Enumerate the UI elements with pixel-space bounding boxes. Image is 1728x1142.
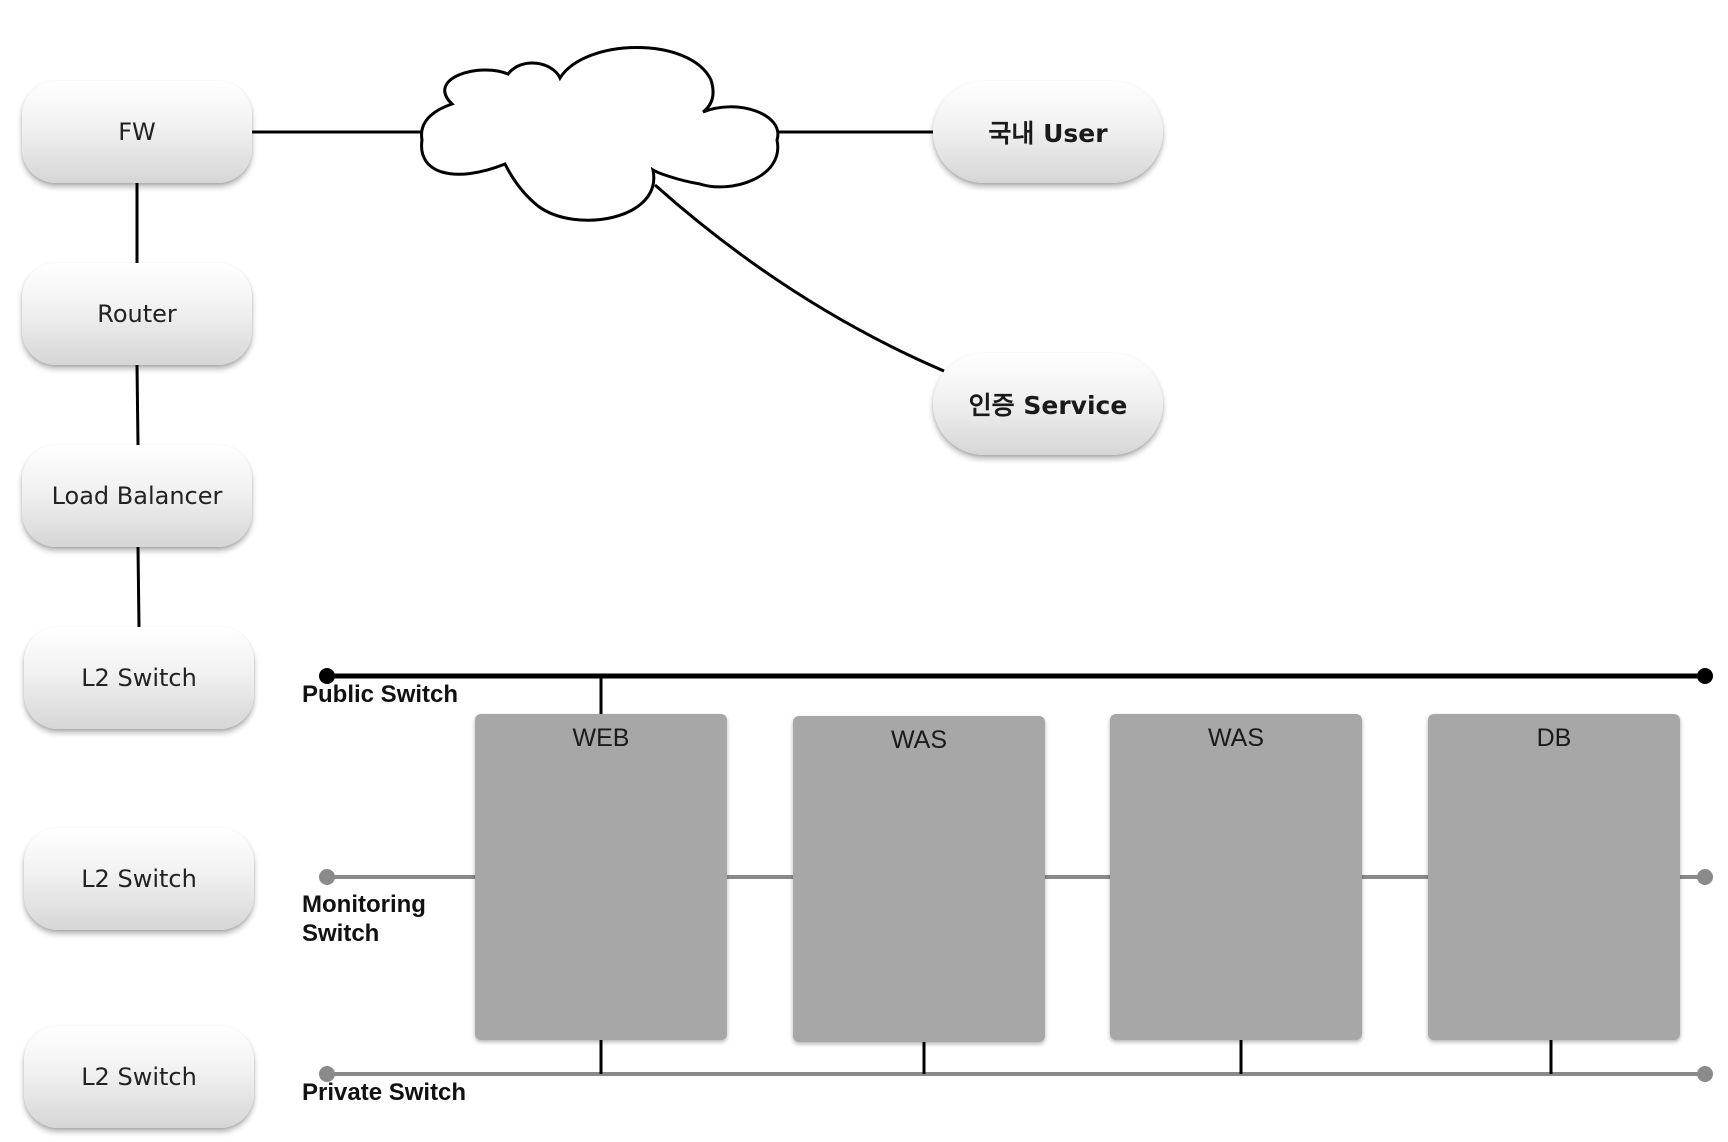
was-server-2: WAS	[1110, 714, 1362, 1040]
l2-switch-node-private: L2 Switch	[24, 1026, 254, 1128]
fw-node: FW	[22, 81, 252, 183]
load-balancer-node: Load Balancer	[22, 445, 252, 547]
web-server: WEB	[475, 714, 727, 1040]
private-switch-label: Private Switch	[302, 1078, 466, 1107]
router-node: Router	[22, 263, 252, 365]
private-switch-text: Private Switch	[302, 1079, 467, 1106]
db-server: DB	[1428, 714, 1680, 1040]
link-router-lb	[135, 364, 140, 446]
monitoring-switch-text-line1: Monitoring	[302, 891, 426, 918]
private-switch-left-endpoint	[319, 1066, 335, 1082]
l2-switch-label: L2 Switch	[81, 664, 197, 692]
l2-switch-node-monitoring: L2 Switch	[24, 828, 254, 930]
l2-switch-node-public: L2 Switch	[24, 627, 254, 729]
domestic-user-node: 국내 User	[933, 81, 1163, 183]
l2-switch-label: L2 Switch	[81, 865, 197, 893]
web-server-label: WEB	[572, 724, 630, 752]
private-switch-right-endpoint	[1697, 1066, 1713, 1082]
public-switch-left-endpoint	[319, 668, 335, 684]
load-balancer-label: Load Balancer	[51, 482, 223, 510]
link-lb-l2switch	[136, 546, 141, 628]
auth-service-node: 인증 Service	[933, 353, 1163, 455]
monitoring-switch-text-line2: Switch	[302, 920, 380, 947]
was-server-2-label: WAS	[1207, 724, 1265, 752]
fw-label: FW	[118, 118, 156, 146]
public-switch-right-endpoint	[1697, 668, 1713, 684]
public-switch-text: Public Switch	[302, 681, 459, 708]
monitoring-switch-left-endpoint	[319, 869, 335, 885]
was-server-1-label: WAS	[890, 726, 948, 754]
monitoring-switch-label: Monitoring Switch	[302, 890, 426, 948]
was-server-1: WAS	[793, 716, 1045, 1042]
l2-switch-label: L2 Switch	[81, 1063, 197, 1091]
public-switch-label: Public Switch	[302, 680, 458, 709]
link-internet-auth	[654, 183, 945, 373]
internet-cloud-icon	[420, 46, 780, 222]
auth-service-label: 인증 Service	[968, 391, 1128, 420]
domestic-user-label: 국내 User	[988, 119, 1108, 148]
router-label: Router	[97, 300, 177, 328]
db-server-label: DB	[1536, 724, 1572, 752]
monitoring-switch-right-endpoint	[1697, 869, 1713, 885]
